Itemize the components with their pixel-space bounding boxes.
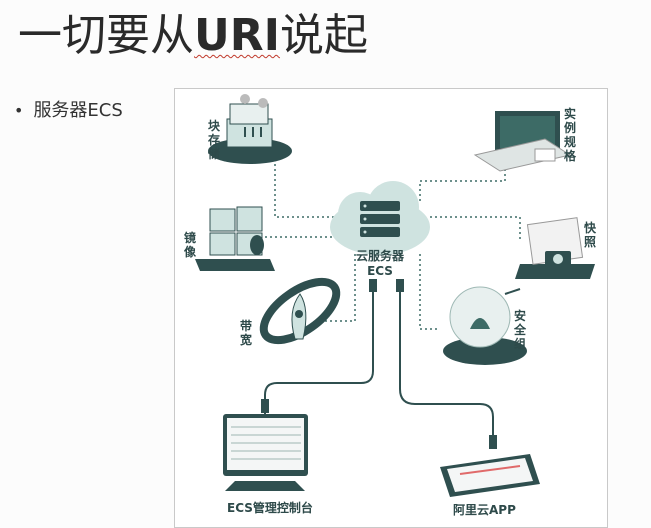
label-block-storage: 块存储 <box>207 119 220 161</box>
title-prefix: 一切要从 <box>18 10 194 61</box>
label-console: ECS管理控制台 <box>227 501 313 515</box>
connector-snapshot <box>430 216 521 239</box>
connector-lines <box>265 159 521 330</box>
ecs-diagram: 块存储 实例规格 镜像 快照 带宽 安全组 云服务器 ECS ECS管理控制台 … <box>174 88 608 528</box>
bullet-dot-icon: • <box>14 101 24 120</box>
image-icon <box>195 206 275 271</box>
cable-console <box>264 292 374 419</box>
connector-instance-spec <box>419 161 506 201</box>
bullet-item: • 服务器ECS <box>14 96 123 122</box>
label-aliyun-app: 阿里云APP <box>453 503 516 517</box>
slide-title: 一切要从URI说起 <box>18 6 368 66</box>
label-instance-spec: 实例规格 <box>563 107 576 163</box>
plug-console-icon <box>261 399 269 413</box>
connector-bandwidth <box>325 254 356 322</box>
mobile-app-icon <box>440 454 540 497</box>
label-bandwidth: 带宽 <box>239 319 252 347</box>
center-label: 云服务器 ECS <box>345 249 415 279</box>
block-storage-icon <box>208 94 292 164</box>
cloud-server-icon <box>330 181 430 255</box>
plug-left-icon <box>369 279 377 292</box>
plug-app-icon <box>489 435 497 449</box>
title-highlight: URI <box>194 10 280 61</box>
connector-security-group <box>419 254 440 330</box>
diagram-graphics <box>195 94 595 497</box>
plug-right-icon <box>396 279 404 292</box>
console-monitor-icon <box>223 414 308 491</box>
cable-app <box>399 292 494 439</box>
connector-block-storage <box>274 159 340 218</box>
label-snapshot: 快照 <box>583 221 596 249</box>
security-group-icon <box>443 286 527 365</box>
bullet-text: 服务器ECS <box>33 100 123 121</box>
label-security-group: 安全组 <box>513 309 526 351</box>
snapshot-icon <box>515 217 595 279</box>
cable-lines <box>264 292 494 439</box>
title-suffix: 说起 <box>279 10 368 61</box>
center-label-line2: ECS <box>367 264 393 278</box>
center-label-line1: 云服务器 <box>355 249 404 263</box>
bandwidth-icon <box>259 277 341 345</box>
instance-spec-icon <box>473 111 572 172</box>
label-image: 镜像 <box>183 231 196 259</box>
